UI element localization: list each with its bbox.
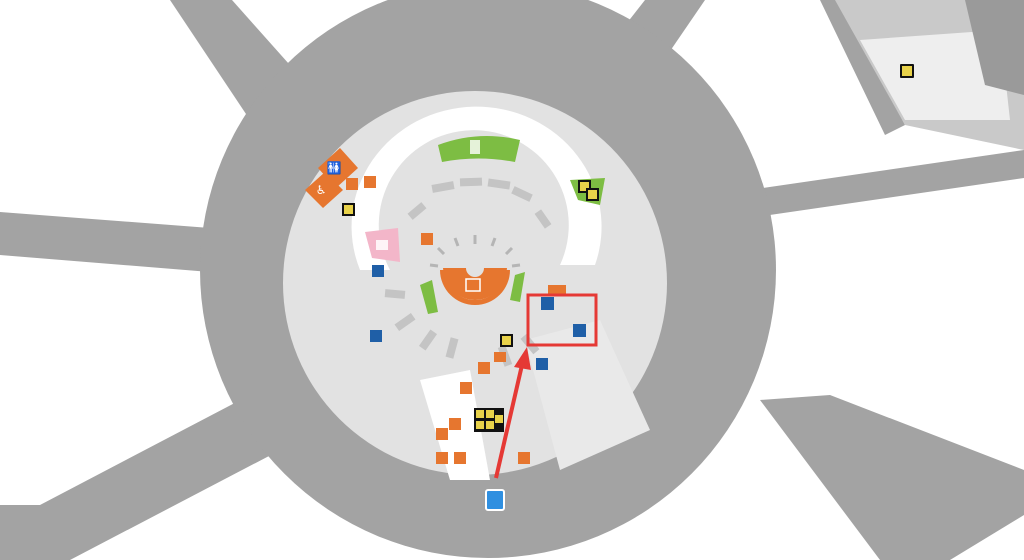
- accessible-icon-2[interactable]: [460, 382, 472, 394]
- corridor-left: [0, 212, 210, 272]
- elevator-icon[interactable]: [372, 265, 384, 277]
- elevator-icon-3[interactable]: [536, 358, 548, 370]
- water-icon[interactable]: [346, 178, 358, 190]
- orange-icons: [346, 176, 566, 464]
- retail-west-small[interactable]: [420, 280, 438, 314]
- ticket-icon[interactable]: [548, 285, 566, 295]
- inner-corridor: [351, 106, 602, 270]
- corridor-bottom-left: [0, 395, 290, 560]
- shop-icon[interactable]: [518, 452, 530, 464]
- info-icon-2[interactable]: [454, 452, 466, 464]
- escalator-clusters: [342, 180, 599, 432]
- southeast-walkway: [525, 320, 650, 470]
- corridor-bottom-right: [760, 395, 1024, 560]
- core-tick-ring: [429, 235, 521, 268]
- info-icon[interactable]: [421, 233, 433, 245]
- building-top-right: [835, 0, 1024, 150]
- route-arrow: [494, 347, 531, 479]
- water-icon-3[interactable]: [449, 418, 461, 430]
- central-hub: [440, 270, 510, 305]
- luggage-icon[interactable]: [364, 176, 376, 188]
- svg-text:♿: ♿: [316, 183, 327, 197]
- corridor-top-right-thin: [820, 0, 905, 135]
- mail-icon[interactable]: [494, 352, 506, 362]
- train-entrance-icon[interactable]: [485, 489, 505, 511]
- water-icon-2[interactable]: [478, 362, 490, 374]
- baby-change-icon-2[interactable]: [573, 324, 586, 337]
- restroom-icon-3[interactable]: [436, 452, 448, 464]
- restroom-block-2[interactable]: [305, 172, 343, 208]
- baby-change-icon[interactable]: [541, 297, 554, 310]
- restroom-icon-2[interactable]: [436, 428, 448, 440]
- retail-east-small[interactable]: [510, 272, 525, 302]
- seating-icon[interactable]: [465, 278, 481, 292]
- blue-icons: [370, 265, 586, 370]
- highlight-box: [526, 293, 598, 347]
- elevator-icon-2[interactable]: [370, 330, 382, 342]
- svg-text:🚻: 🚻: [327, 161, 342, 175]
